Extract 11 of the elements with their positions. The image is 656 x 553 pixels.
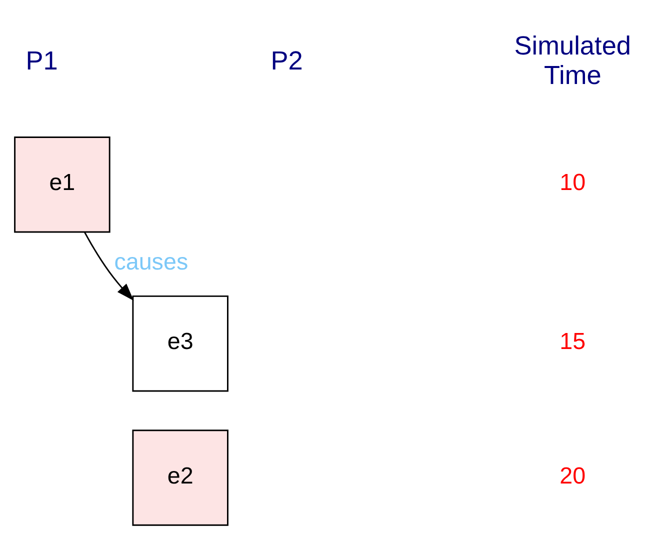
node-box: e2 [132, 430, 228, 526]
arrow [84, 232, 134, 301]
node-box: e3 [132, 295, 228, 392]
label: 15 [560, 328, 586, 354]
label: 10 [560, 169, 586, 196]
label: P2 [270, 45, 303, 76]
label: 20 [560, 462, 586, 488]
label: P1 [26, 45, 58, 76]
edge-label: causes [114, 248, 188, 275]
label: Simulated Time [514, 30, 632, 90]
node-box: e1 [14, 136, 110, 233]
